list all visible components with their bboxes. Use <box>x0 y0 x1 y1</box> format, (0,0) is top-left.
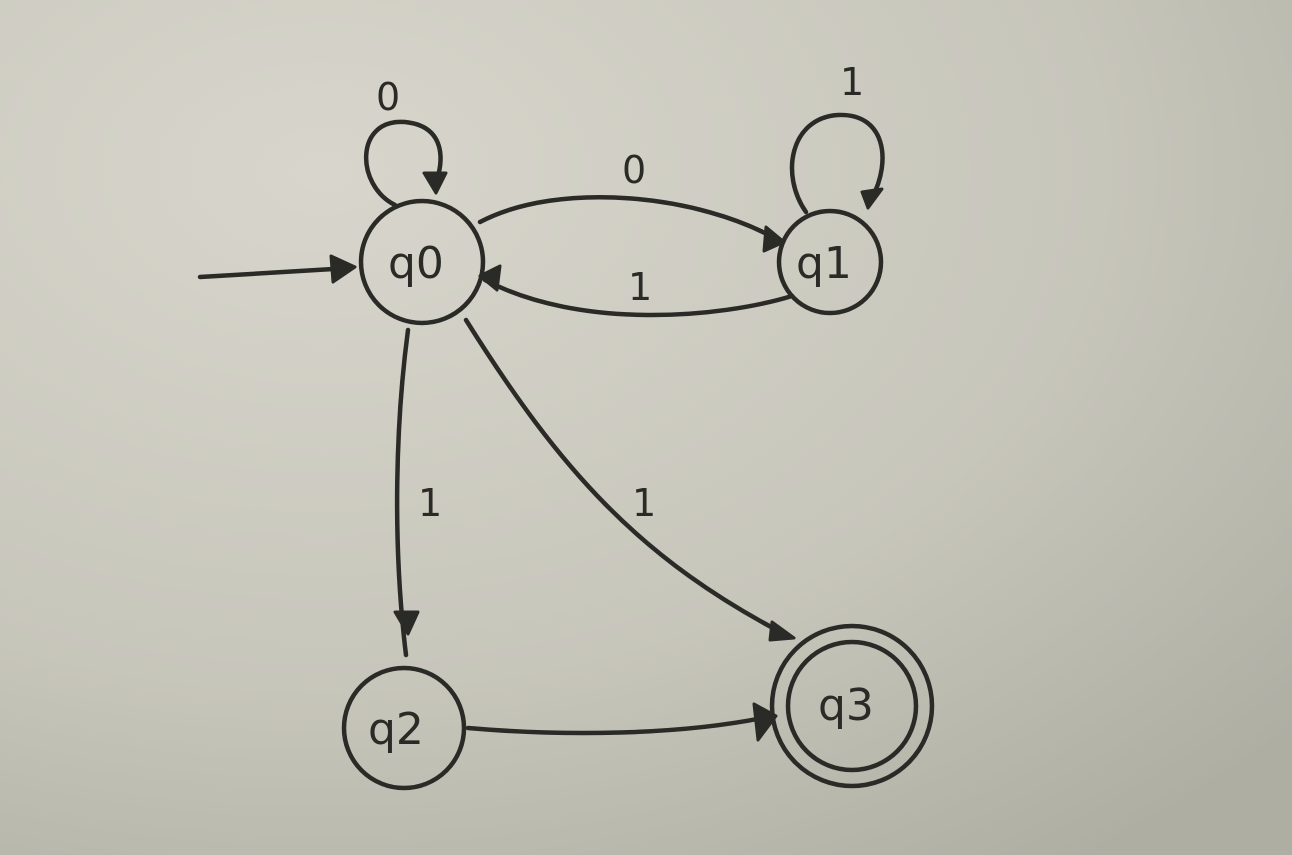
state-label-q2: q2 <box>368 704 424 755</box>
state-label-q1: q1 <box>796 238 852 289</box>
transition-q0-q3: 1 <box>463 317 796 642</box>
transition-label-q1-q0: 1 <box>628 265 652 309</box>
transition-label-q0-q3: 1 <box>632 481 656 525</box>
state-label-q0: q0 <box>388 238 444 289</box>
state-q1: q1 <box>776 208 884 316</box>
accepting-ring-q3 <box>785 639 919 773</box>
transition-q2-q3 <box>465 702 778 742</box>
transition-label-q1-q1: 1 <box>840 60 864 104</box>
state-label-q3: q3 <box>818 680 874 731</box>
transition-q0-q2: 1 <box>393 327 442 658</box>
transition-q0-q0: 0 <box>363 75 448 208</box>
transition-label-q0-q2: 1 <box>418 481 442 525</box>
state-q0: q0 <box>358 198 486 326</box>
transition-label-q0-q0: 0 <box>376 75 400 119</box>
start-arrow <box>197 254 357 284</box>
state-q2: q2 <box>341 665 467 791</box>
transition-q1-q0: 1 <box>478 264 795 318</box>
state-q3: q3 <box>769 623 935 789</box>
transition-q1-q1: 1 <box>789 60 885 215</box>
transition-label-q0-q1: 0 <box>622 148 646 192</box>
transition-q0-q1: 0 <box>477 148 786 253</box>
